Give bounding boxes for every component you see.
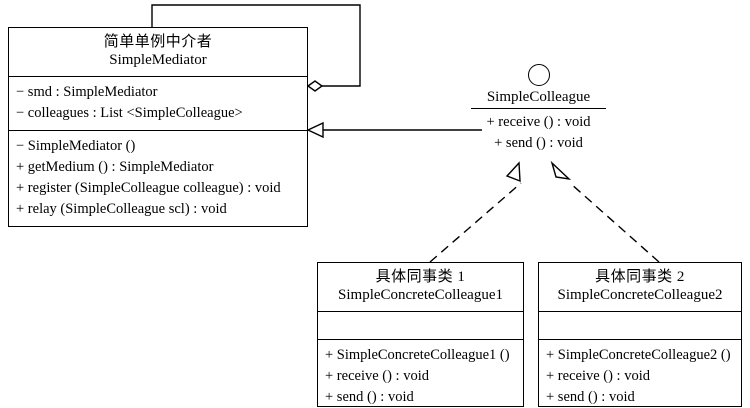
attributes-compartment-concrete1 [318, 310, 523, 339]
edge-colleague-to-mediator [306, 121, 482, 139]
attributes-compartment-mediator: − smd : SimpleMediator − colleagues : Li… [9, 75, 307, 130]
class-name-en-concrete2: SimpleConcreteColleague2 [557, 287, 723, 304]
edge-concrete1-realization [429, 161, 522, 263]
operation-item: + register (SimpleColleague colleague) :… [16, 179, 281, 196]
class-name-en-mediator: SimpleMediator [109, 52, 207, 69]
class-name-cn-mediator: 简单单例中介者 [103, 34, 213, 50]
class-box-simple-concrete-colleague2[interactable]: 具体同事类 2 SimpleConcreteColleague2 + Simpl… [538, 262, 742, 407]
attributes-compartment-concrete2 [539, 310, 741, 339]
interface-operation-item: + send () : void [494, 134, 583, 151]
class-name-compartment-concrete1: 具体同事类 1 SimpleConcreteColleague1 [318, 263, 523, 311]
operations-compartment-concrete1: + SimpleConcreteColleague1 () + receive … [318, 338, 523, 408]
operation-item: + relay (SimpleColleague scl) : void [16, 200, 227, 217]
class-name-compartment-mediator: 简单单例中介者 SimpleMediator [9, 28, 307, 76]
class-name-cn-concrete2: 具体同事类 2 [595, 269, 685, 285]
interface-name-divider [471, 108, 606, 109]
interface-name-label: SimpleColleague [486, 89, 591, 105]
attribute-item: − colleagues : List <SimpleColleague> [16, 104, 243, 121]
class-name-cn-concrete1: 具体同事类 1 [375, 269, 466, 285]
operations-compartment-mediator: − SimpleMediator () + getMedium () : Sim… [9, 129, 307, 226]
operation-item: + receive () : void [546, 367, 650, 384]
interface-operation-item: + receive () : void [486, 114, 591, 130]
operation-item: + SimpleConcreteColleague1 () [325, 346, 510, 363]
realization-triangle-marker-1 [505, 161, 521, 183]
operation-item: + receive () : void [325, 367, 429, 384]
association-triangle-marker [306, 121, 324, 139]
operation-item: + send () : void [325, 388, 414, 405]
operation-item: + SimpleConcreteColleague2 () [546, 346, 731, 363]
class-name-compartment-concrete2: 具体同事类 2 SimpleConcreteColleague2 [539, 263, 741, 311]
operation-item: + getMedium () : SimpleMediator [16, 158, 214, 175]
edge-concrete2-realization [550, 160, 660, 263]
operations-compartment-concrete2: + SimpleConcreteColleague2 () + receive … [539, 338, 741, 408]
attribute-item: − smd : SimpleMediator [16, 83, 158, 100]
aggregation-diamond-marker [306, 80, 324, 92]
interface-circle-icon [527, 64, 550, 86]
class-box-simple-mediator[interactable]: 简单单例中介者 SimpleMediator − smd : SimpleMed… [8, 27, 308, 227]
class-name-en-concrete1: SimpleConcreteColleague1 [338, 287, 503, 304]
interface-simple-colleague[interactable]: SimpleColleague + receive () : void + se… [466, 64, 611, 153]
interface-operations-list: + receive () : void + send () : void [466, 112, 611, 153]
class-box-simple-concrete-colleague1[interactable]: 具体同事类 1 SimpleConcreteColleague1 + Simpl… [317, 262, 524, 407]
operation-item: − SimpleMediator () [16, 137, 136, 154]
operation-item: + send () : void [546, 388, 635, 405]
realization-triangle-marker-2 [550, 160, 572, 181]
